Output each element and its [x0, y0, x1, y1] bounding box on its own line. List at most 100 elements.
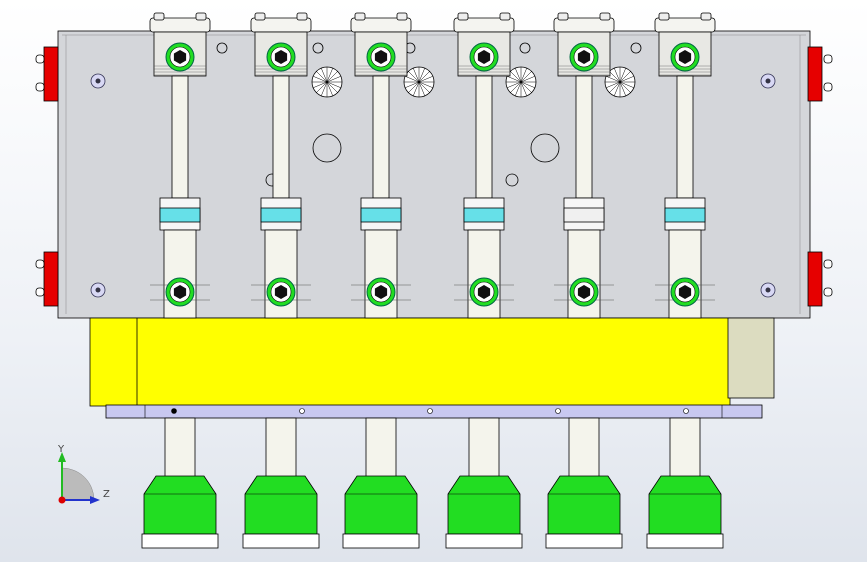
connector-pin	[35, 287, 45, 297]
piston-rod	[575, 75, 593, 199]
fan-spoke	[609, 81, 621, 93]
triad-z-label: Z	[103, 489, 110, 500]
cylinder-body	[264, 229, 298, 319]
hex-bolt-icon	[469, 42, 499, 72]
fan-vent-icon	[505, 66, 537, 98]
connector-pin	[823, 259, 833, 269]
connector-body	[43, 251, 59, 307]
fan-spoke	[408, 71, 420, 83]
base-hole	[171, 408, 177, 414]
top-cap-lug	[153, 12, 165, 21]
lower-rod	[568, 417, 600, 479]
fan-spoke	[326, 81, 338, 93]
fan-spoke	[515, 81, 522, 96]
fan-spoke	[413, 68, 420, 83]
green-nozzle	[244, 475, 318, 535]
connector-pin	[823, 54, 833, 64]
top-cap-lug	[195, 12, 207, 21]
fan-spoke	[606, 76, 621, 83]
bolt-hex	[374, 50, 388, 64]
base-hole	[683, 408, 689, 414]
green-nozzle	[447, 475, 521, 535]
connector-icon	[35, 251, 59, 307]
lower-rod	[468, 417, 500, 479]
fan-spoke	[619, 81, 626, 96]
bore-circle	[530, 133, 560, 163]
small-hole	[312, 42, 324, 54]
connector-icon	[807, 46, 833, 102]
fan-spoke	[316, 71, 328, 83]
fan-spoke	[609, 71, 621, 83]
top-cap-lug	[599, 12, 611, 21]
bolt-hex	[274, 285, 288, 299]
top-cap-lug	[396, 12, 408, 21]
bolt-hex	[678, 285, 692, 299]
green-nozzle	[344, 475, 418, 535]
bolt-hex	[173, 285, 187, 299]
hex-bolt-icon	[569, 42, 599, 72]
top-cap-lug	[296, 12, 308, 21]
bolt-hex	[274, 50, 288, 64]
nozzle-foot	[242, 533, 320, 549]
piston-rod	[272, 75, 290, 199]
fan-spoke	[321, 81, 328, 96]
top-cap-lug	[499, 12, 511, 21]
fan-spoke	[520, 71, 532, 83]
cyan-ring	[563, 207, 605, 223]
base-hole	[555, 408, 561, 414]
connector-pin	[823, 82, 833, 92]
fan-spoke	[619, 71, 631, 83]
fan-spoke	[326, 71, 338, 83]
green-nozzle	[648, 475, 722, 535]
fan-spoke	[614, 68, 621, 83]
mount-hole-center	[765, 287, 771, 293]
fan-spoke	[520, 68, 527, 83]
fan-spoke	[507, 76, 522, 83]
lower-rod	[164, 417, 196, 479]
hex-bolt-icon	[569, 277, 599, 307]
nozzle-foot	[141, 533, 219, 549]
hex-bolt-icon	[266, 42, 296, 72]
bolt-hex	[577, 285, 591, 299]
top-cap-lug	[557, 12, 569, 21]
mount-hole-center	[95, 287, 101, 293]
fan-spoke	[510, 81, 522, 93]
fan-spoke	[510, 71, 522, 83]
yellow-block	[89, 317, 731, 407]
hex-bolt-icon	[670, 42, 700, 72]
fan-spoke	[507, 81, 522, 88]
top-cap-lug	[254, 12, 266, 21]
small-hole	[216, 42, 228, 54]
cyan-ring	[664, 207, 706, 223]
connector-pin	[35, 54, 45, 64]
top-cap-lug	[354, 12, 366, 21]
green-nozzle	[143, 475, 217, 535]
fan-spoke	[619, 81, 634, 88]
base-plate	[105, 404, 763, 419]
top-cap-lug	[457, 12, 469, 21]
fan-spoke	[619, 81, 631, 93]
column-assembly	[242, 12, 320, 549]
bolt-hex	[477, 50, 491, 64]
column-assembly	[646, 12, 724, 549]
fan-spoke	[405, 81, 420, 88]
piston-rod	[372, 75, 390, 199]
bore-circle	[312, 133, 342, 163]
connector-icon	[807, 251, 833, 307]
fan-spoke	[606, 81, 621, 88]
fan-spoke	[619, 76, 634, 83]
piston-rod	[676, 75, 694, 199]
connector-body	[43, 46, 59, 102]
small-hole	[630, 42, 642, 54]
fan-spoke	[313, 76, 328, 83]
fan-spoke	[418, 68, 425, 83]
fan-spoke	[321, 68, 328, 83]
connector-pin	[823, 287, 833, 297]
bolt-hex	[374, 285, 388, 299]
lower-rod	[669, 417, 701, 479]
hex-bolt-icon	[366, 42, 396, 72]
fan-vent-icon	[403, 66, 435, 98]
bolt-hex	[678, 50, 692, 64]
fan-spoke	[326, 76, 341, 83]
